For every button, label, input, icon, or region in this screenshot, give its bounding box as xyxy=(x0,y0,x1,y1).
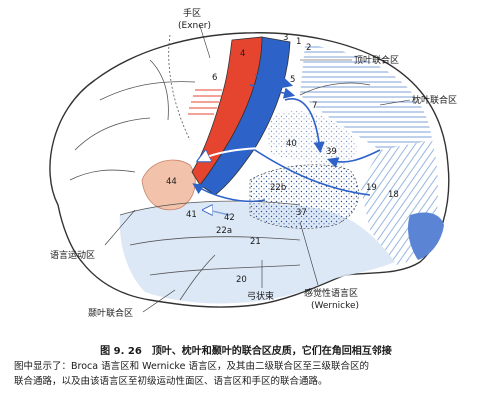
angular-gyrus-area xyxy=(267,111,357,168)
figure-caption: 图 9. 26 顶叶、枕叶和颞叶的联合区皮质，它们在角回相互邻接 图中显示了：Br… xyxy=(0,344,502,389)
hand-area-label: 手区 xyxy=(183,7,201,19)
sensory-speech-label: 感觉性语言区 xyxy=(304,287,358,299)
sensory-speech-sublabel: (Wernicke) xyxy=(311,301,359,311)
wernicke-area xyxy=(249,164,359,229)
area-42: 42 xyxy=(224,213,235,223)
area-41: 41 xyxy=(186,210,197,220)
caption-title-row: 图 9. 26 顶叶、枕叶和颞叶的联合区皮质，它们在角回相互邻接 xyxy=(0,344,502,359)
brain-figure: 手区 (Exner) 顶叶联合区 枕叶联合区 语言运动区 颞叶联合区 弓状束 感… xyxy=(49,7,457,319)
area-2: 2 xyxy=(306,43,311,53)
area-7: 7 xyxy=(312,101,317,111)
premotor-hatch xyxy=(188,89,222,115)
caption-line-1: 图中显示了：Broca 语言区和 Wernicke 语言区，及其由二级联合区至三… xyxy=(14,361,369,372)
leader-lines xyxy=(104,25,411,313)
area-37: 37 xyxy=(296,208,307,218)
caption-title: 顶叶、枕叶和颞叶的联合区皮质，它们在角回相互邻接 xyxy=(151,346,392,357)
area-20: 20 xyxy=(236,275,247,285)
arcuate-label: 弓状束 xyxy=(247,290,274,302)
speech-motor-label: 语言运动区 xyxy=(50,249,95,261)
occipital-assoc-label: 枕叶联合区 xyxy=(412,94,457,106)
area-6: 6 xyxy=(212,73,217,83)
area-40: 40 xyxy=(286,139,297,149)
area-39: 39 xyxy=(326,147,337,157)
caption-number: 图 9. 26 xyxy=(100,346,142,357)
area-3: 3 xyxy=(283,33,288,43)
area-19: 19 xyxy=(366,183,377,193)
area-21: 21 xyxy=(250,237,261,247)
parietal-association-area xyxy=(300,45,432,150)
brain-diagram: 手区 (Exner) 顶叶联合区 枕叶联合区 语言运动区 颞叶联合区 弓状束 感… xyxy=(49,7,457,319)
frontal-dotted-boundary xyxy=(168,34,191,141)
area-22a: 22a xyxy=(216,226,232,236)
gyri-lines xyxy=(69,59,371,301)
area-5: 5 xyxy=(290,75,295,85)
area-1: 1 xyxy=(296,37,301,47)
visual-cortex xyxy=(407,212,444,260)
area-22b: 22b xyxy=(270,183,286,193)
association-arrows xyxy=(192,74,381,216)
hand-area-sublabel: (Exner) xyxy=(178,21,211,31)
temporal-assoc-label: 颞叶联合区 xyxy=(88,307,133,319)
parietal-assoc-label: 顶叶联合区 xyxy=(354,54,399,66)
area-44: 44 xyxy=(166,177,177,187)
temporal-association-area xyxy=(119,202,396,304)
area-18: 18 xyxy=(388,190,399,200)
caption-line-2: 联合通路，以及由该语言区至初级运动性面区、语言区和手区的联合通路。 xyxy=(14,376,328,387)
area-4: 4 xyxy=(240,49,245,59)
